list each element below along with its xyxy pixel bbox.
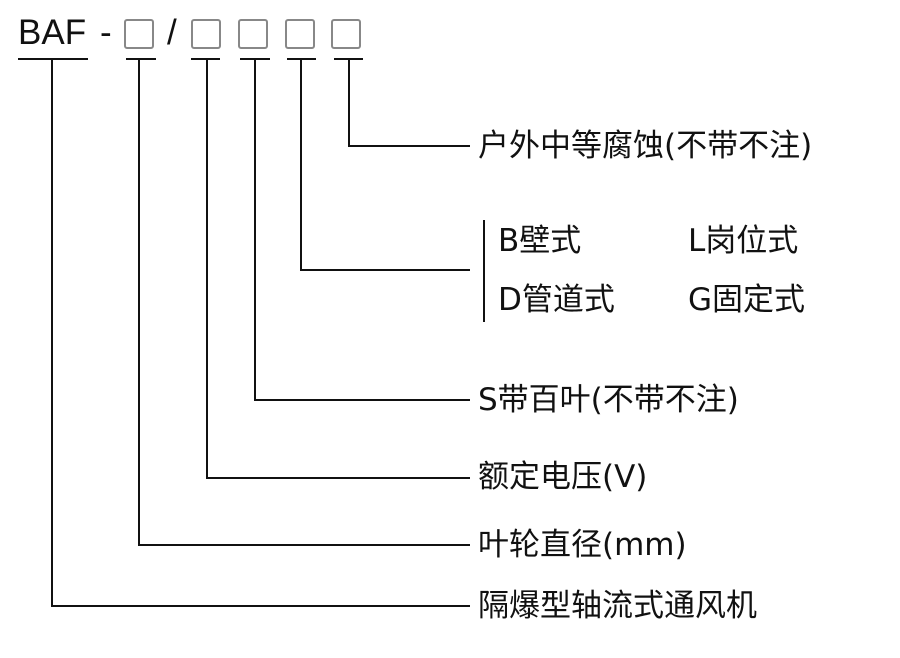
label-voltage: 额定电压(V) [478, 459, 648, 495]
placeholder-box-diameter [124, 19, 154, 49]
label-fan-type: 隔爆型轴流式通风机 [478, 588, 757, 624]
label-mount-duct: D管道式 [498, 282, 615, 318]
label-louver: S带百叶(不带不注) [478, 382, 739, 418]
slash: / [167, 13, 177, 52]
label-mount-fixed: G固定式 [688, 282, 806, 318]
placeholder-box-mount [285, 19, 315, 49]
model-prefix: BAF [18, 13, 87, 52]
label-mount-wall: B壁式 [498, 223, 582, 259]
placeholder-box-louver [238, 19, 268, 49]
label-mount-post: L岗位式 [688, 223, 799, 259]
placeholder-box-voltage [191, 19, 221, 49]
label-diameter: 叶轮直径(mm) [478, 527, 687, 563]
label-corrosion: 户外中等腐蚀(不带不注) [478, 128, 813, 164]
dash: - [100, 13, 112, 52]
placeholder-box-corrosion [331, 19, 361, 49]
